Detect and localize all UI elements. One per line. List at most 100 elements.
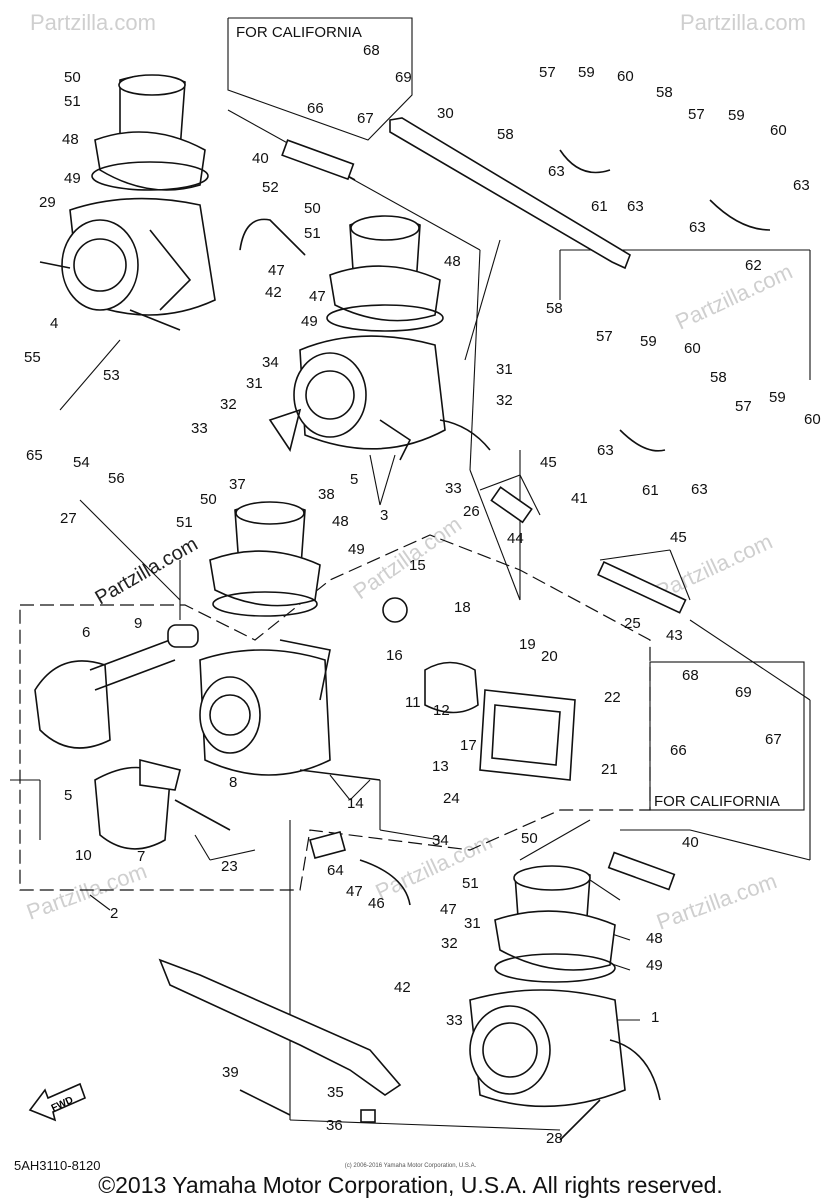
- callout-65: 65: [26, 447, 43, 464]
- callout-44: 44: [507, 530, 524, 547]
- callout-13: 13: [432, 758, 449, 775]
- leader-lines: [10, 109, 811, 1131]
- callout-30: 30: [437, 105, 454, 122]
- callout-12: 12: [433, 702, 450, 719]
- california-box-top: FOR CALIFORNIA: [227, 17, 413, 141]
- callout-63: 63: [689, 219, 706, 236]
- carburetor-2: [34, 501, 576, 850]
- carburetor-4: [39, 74, 216, 331]
- callout-59: 59: [728, 107, 745, 124]
- watermark: Partzilla.com: [680, 10, 806, 35]
- callout-8: 8: [229, 774, 237, 791]
- callout-59: 59: [640, 333, 657, 350]
- callout-42: 42: [394, 979, 411, 996]
- callout-51: 51: [462, 875, 479, 892]
- watermark: Partzilla.com: [23, 858, 150, 925]
- callout-25: 25: [624, 615, 641, 632]
- callout-61: 61: [591, 198, 608, 215]
- callout-45: 45: [540, 454, 557, 471]
- callout-21: 21: [601, 761, 618, 778]
- callout-10: 10: [75, 847, 92, 864]
- callout-41: 41: [571, 490, 588, 507]
- california-box-label: FOR CALIFORNIA: [236, 24, 362, 41]
- callout-9: 9: [134, 615, 142, 632]
- callout-6: 6: [82, 624, 90, 641]
- callout-49: 49: [301, 313, 318, 330]
- callout-58: 58: [710, 369, 727, 386]
- callout-52: 52: [262, 179, 279, 196]
- callout-40: 40: [252, 150, 269, 167]
- small-print: (c) 2006-2016 Yamaha Motor Corporation, …: [344, 1163, 477, 1169]
- callout-24: 24: [443, 790, 460, 807]
- callout-32: 32: [220, 396, 237, 413]
- callout-62: 62: [745, 257, 762, 274]
- callout-58: 58: [497, 126, 514, 143]
- callout-37: 37: [229, 476, 246, 493]
- callout-59: 59: [578, 64, 595, 81]
- diagram-code: 5AH3110-8120: [14, 1158, 101, 1173]
- callout-50: 50: [64, 69, 81, 86]
- callout-47: 47: [346, 883, 363, 900]
- callout-5: 5: [350, 471, 358, 488]
- carburetor-3: [268, 215, 491, 461]
- callout-56: 56: [108, 470, 125, 487]
- callout-2: 2: [110, 905, 118, 922]
- callout-48: 48: [62, 131, 79, 148]
- callout-68: 68: [363, 42, 380, 59]
- callout-49: 49: [348, 541, 365, 558]
- callout-17: 17: [460, 737, 477, 754]
- callout-43: 43: [666, 627, 683, 644]
- callout-48: 48: [646, 930, 663, 947]
- callout-61: 61: [642, 482, 659, 499]
- callout-68: 68: [682, 667, 699, 684]
- callout-35: 35: [327, 1084, 344, 1101]
- linkage-bar: [158, 958, 402, 1123]
- callout-7: 7: [137, 848, 145, 865]
- callout-60: 60: [770, 122, 787, 139]
- callout-63: 63: [597, 442, 614, 459]
- hoses: [239, 139, 771, 906]
- callout-51: 51: [176, 514, 193, 531]
- callout-34: 34: [262, 354, 279, 371]
- callout-57: 57: [688, 106, 705, 123]
- callout-19: 19: [519, 636, 536, 653]
- callout-66: 66: [670, 742, 687, 759]
- callout-16: 16: [386, 647, 403, 664]
- carb-2-dashed-outline: [19, 534, 651, 891]
- callout-47: 47: [440, 901, 457, 918]
- callout-31: 31: [464, 915, 481, 932]
- carburetor-1: [469, 865, 661, 1141]
- callout-57: 57: [596, 328, 613, 345]
- callout-50: 50: [304, 200, 321, 217]
- callout-32: 32: [496, 392, 513, 409]
- callout-58: 58: [656, 84, 673, 101]
- callout-45: 45: [670, 529, 687, 546]
- callout-64: 64: [327, 862, 344, 879]
- callout-18: 18: [454, 599, 471, 616]
- callout-63: 63: [691, 481, 708, 498]
- callout-49: 49: [646, 957, 663, 974]
- callout-57: 57: [735, 398, 752, 415]
- callout-63: 63: [793, 177, 810, 194]
- callout-27: 27: [60, 510, 77, 527]
- callout-67: 67: [357, 110, 374, 127]
- watermark: Partzilla.com: [672, 259, 797, 335]
- callout-59: 59: [769, 389, 786, 406]
- callout-23: 23: [221, 858, 238, 875]
- callout-5: 5: [64, 787, 72, 804]
- callout-29: 29: [39, 194, 56, 211]
- callout-32: 32: [441, 935, 458, 952]
- callout-14: 14: [347, 795, 364, 812]
- callout-31: 31: [496, 361, 513, 378]
- callout-31: 31: [246, 375, 263, 392]
- callout-36: 36: [326, 1117, 343, 1134]
- callout-40: 40: [682, 834, 699, 851]
- callout-69: 69: [735, 684, 752, 701]
- callout-22: 22: [604, 689, 621, 706]
- callout-69: 69: [395, 69, 412, 86]
- callout-39: 39: [222, 1064, 239, 1081]
- callout-51: 51: [64, 93, 81, 110]
- callout-28: 28: [546, 1130, 563, 1147]
- callout-63: 63: [548, 163, 565, 180]
